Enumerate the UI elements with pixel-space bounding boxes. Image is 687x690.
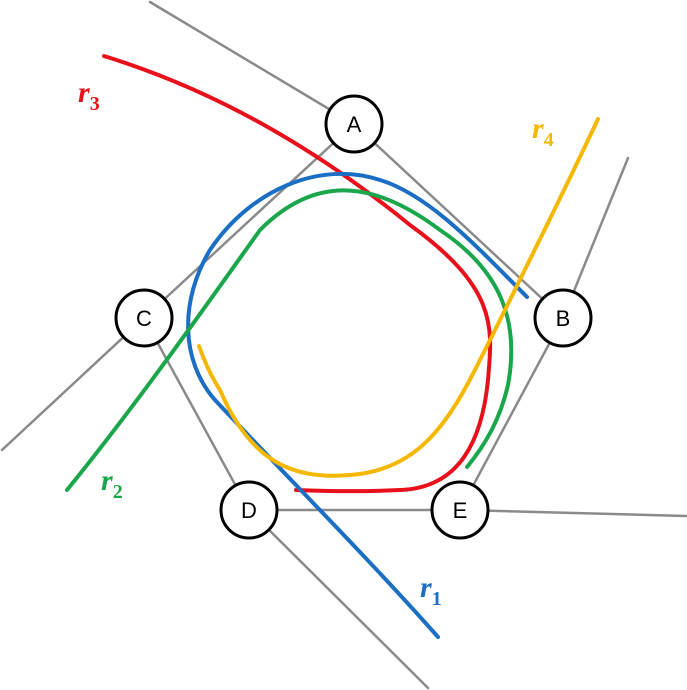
curve-label-r4-sub: 4 bbox=[544, 129, 554, 151]
node-B: B bbox=[533, 288, 593, 348]
curve-label-r2: r2 bbox=[101, 464, 123, 503]
curve-r1 bbox=[186, 171, 529, 639]
curve-r4 bbox=[197, 117, 600, 478]
ray-A bbox=[148, 0, 356, 126]
edge-C-A bbox=[142, 122, 356, 320]
ray-C bbox=[0, 316, 146, 452]
curve-label-r3-sub: 3 bbox=[90, 93, 100, 115]
edge-A-B bbox=[352, 122, 565, 320]
curve-label-r3-main: r bbox=[78, 76, 90, 109]
node-E-label: E bbox=[453, 498, 468, 523]
node-D-circle bbox=[219, 480, 279, 540]
node-B-circle bbox=[533, 288, 593, 348]
node-A-circle bbox=[324, 94, 384, 154]
edge-B-E bbox=[458, 316, 565, 512]
curve-label-r2-main: r bbox=[101, 464, 113, 497]
node-A-label: A bbox=[347, 112, 362, 137]
ray-E bbox=[458, 508, 687, 518]
curve-label-r3: r3 bbox=[78, 76, 100, 115]
curve-label-r1-main: r bbox=[420, 571, 432, 604]
curve-label-r2-sub: 2 bbox=[113, 481, 123, 503]
node-C-label: C bbox=[136, 306, 152, 331]
ray-D bbox=[247, 508, 430, 690]
node-A: A bbox=[324, 94, 384, 154]
node-E-circle bbox=[430, 480, 490, 540]
curve-label-r4-main: r bbox=[532, 112, 544, 145]
node-C-circle bbox=[114, 288, 174, 348]
node-D: D bbox=[219, 480, 279, 540]
node-C: C bbox=[114, 288, 174, 348]
node-D-label: D bbox=[241, 498, 257, 523]
curve-label-r1-sub: 1 bbox=[432, 588, 442, 610]
curve-r2 bbox=[65, 188, 514, 492]
curve-label-r1: r1 bbox=[420, 571, 442, 610]
curves bbox=[65, 54, 600, 639]
node-B-label: B bbox=[556, 306, 571, 331]
curve-label-r4: r4 bbox=[532, 112, 554, 151]
edge-D-C bbox=[142, 316, 251, 512]
node-E: E bbox=[430, 480, 490, 540]
curve-r3 bbox=[102, 54, 493, 494]
